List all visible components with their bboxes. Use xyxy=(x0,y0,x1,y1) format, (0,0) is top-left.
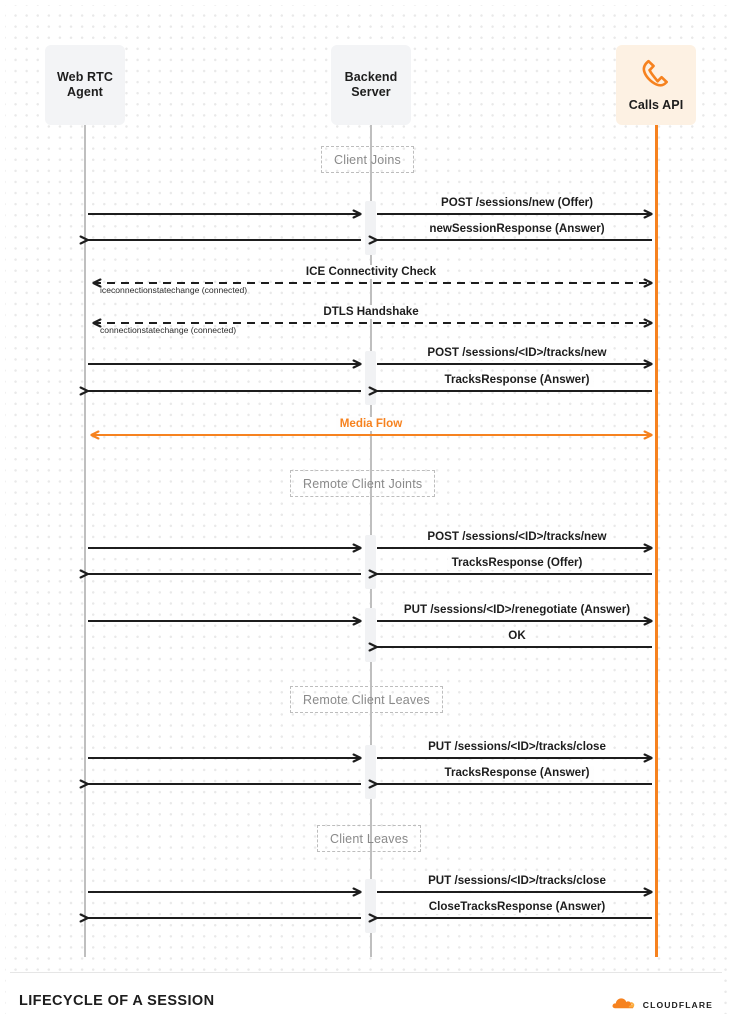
activation-bar xyxy=(365,535,376,589)
message-sublabel-m4: connectionstatechange (connected) xyxy=(100,325,237,335)
section-label-text: Remote Client Joints xyxy=(303,476,423,491)
message-label-m10: PUT /sessions/<ID>/renegotiate (Answer) xyxy=(399,603,635,617)
message-row-m15: CloseTracksResponse (Answer) xyxy=(5,900,727,927)
section-label-client-leaves: Client Leaves xyxy=(317,825,422,852)
message-row-m14: PUT /sessions/<ID>/tracks/close xyxy=(5,874,732,901)
message-label-m1: POST /sessions/new (Offer) xyxy=(436,196,598,210)
cloudflare-logo: CLOUDFLARE xyxy=(605,996,713,1014)
message-label-media-flow: Media Flow xyxy=(335,417,407,431)
section-label-text: Client Joins xyxy=(334,152,402,167)
activation-bar xyxy=(365,608,376,662)
section-label-client-joins: Client Joins xyxy=(321,146,415,173)
page-title: LIFECYCLE OF A SESSION xyxy=(19,993,221,1009)
actor-backend-server: Backend Server xyxy=(331,45,411,125)
message-row-m9: TracksResponse (Offer) xyxy=(5,556,727,583)
footer-divider xyxy=(10,972,722,973)
message-row-m3: ICE Connectivity Check iceconnectionstat… xyxy=(5,265,732,295)
message-label-m12: PUT /sessions/<ID>/tracks/close xyxy=(424,740,610,754)
message-row-m4: DTLS Handshake connectionstatechange (co… xyxy=(5,305,732,335)
message-label-m14: PUT /sessions/<ID>/tracks/close xyxy=(424,874,610,888)
phone-icon xyxy=(639,58,673,93)
message-row-m13: TracksResponse (Answer) xyxy=(5,766,727,793)
message-label-m6: TracksResponse (Answer) xyxy=(440,373,594,387)
activation-bar xyxy=(365,201,376,255)
message-row-m12: PUT /sessions/<ID>/tracks/close xyxy=(5,740,732,767)
activation-bar xyxy=(365,745,376,799)
message-row-m10: PUT /sessions/<ID>/renegotiate (Answer) xyxy=(5,603,732,630)
actor-label-web-rtc-agent: Web RTC Agent xyxy=(56,70,114,99)
cloud-icon xyxy=(612,996,638,1014)
section-label-text: Remote Client Leaves xyxy=(303,692,430,707)
message-row-m11: OK xyxy=(5,629,727,656)
message-row-m2: newSessionResponse (Answer) xyxy=(5,222,727,249)
section-label-text: Client Leaves xyxy=(330,831,409,846)
message-label-m11: OK xyxy=(504,629,530,643)
lifeline-calls-api xyxy=(655,125,658,957)
section-label-remote-client-leaves: Remote Client Leaves xyxy=(290,686,443,713)
message-label-m15: CloseTracksResponse (Answer) xyxy=(424,900,610,914)
message-label-m13: TracksResponse (Answer) xyxy=(440,766,594,780)
message-row-m6: TracksResponse (Answer) xyxy=(5,373,727,400)
activation-bar xyxy=(365,879,376,933)
actor-calls-api: Calls API xyxy=(616,45,696,125)
cloudflare-wordmark: CLOUDFLARE xyxy=(642,1000,713,1010)
lifeline-web-rtc-agent xyxy=(84,125,86,957)
section-label-remote-client-joints: Remote Client Joints xyxy=(290,470,436,497)
activation-bar xyxy=(365,351,376,405)
message-label-m3: ICE Connectivity Check xyxy=(301,265,441,279)
message-row-media-flow: Media Flow xyxy=(5,417,732,444)
message-row-m5: POST /sessions/<ID>/tracks/new xyxy=(5,346,732,373)
message-label-m5: POST /sessions/<ID>/tracks/new xyxy=(423,346,611,360)
message-sublabel-m3: iceconnectionstatechange (connected) xyxy=(100,285,248,295)
message-row-m8: POST /sessions/<ID>/tracks/new xyxy=(5,530,732,557)
message-label-m2: newSessionResponse (Answer) xyxy=(425,222,609,236)
actor-web-rtc-agent: Web RTC Agent xyxy=(45,45,125,125)
message-label-m8: POST /sessions/<ID>/tracks/new xyxy=(423,530,611,544)
message-row-m1: POST /sessions/new (Offer) xyxy=(5,196,732,223)
actor-label-backend-server: Backend Server xyxy=(344,70,398,99)
actor-label-calls-api: Calls API xyxy=(628,97,684,112)
message-label-m9: TracksResponse (Offer) xyxy=(447,556,587,570)
message-label-m4: DTLS Handshake xyxy=(319,305,423,319)
